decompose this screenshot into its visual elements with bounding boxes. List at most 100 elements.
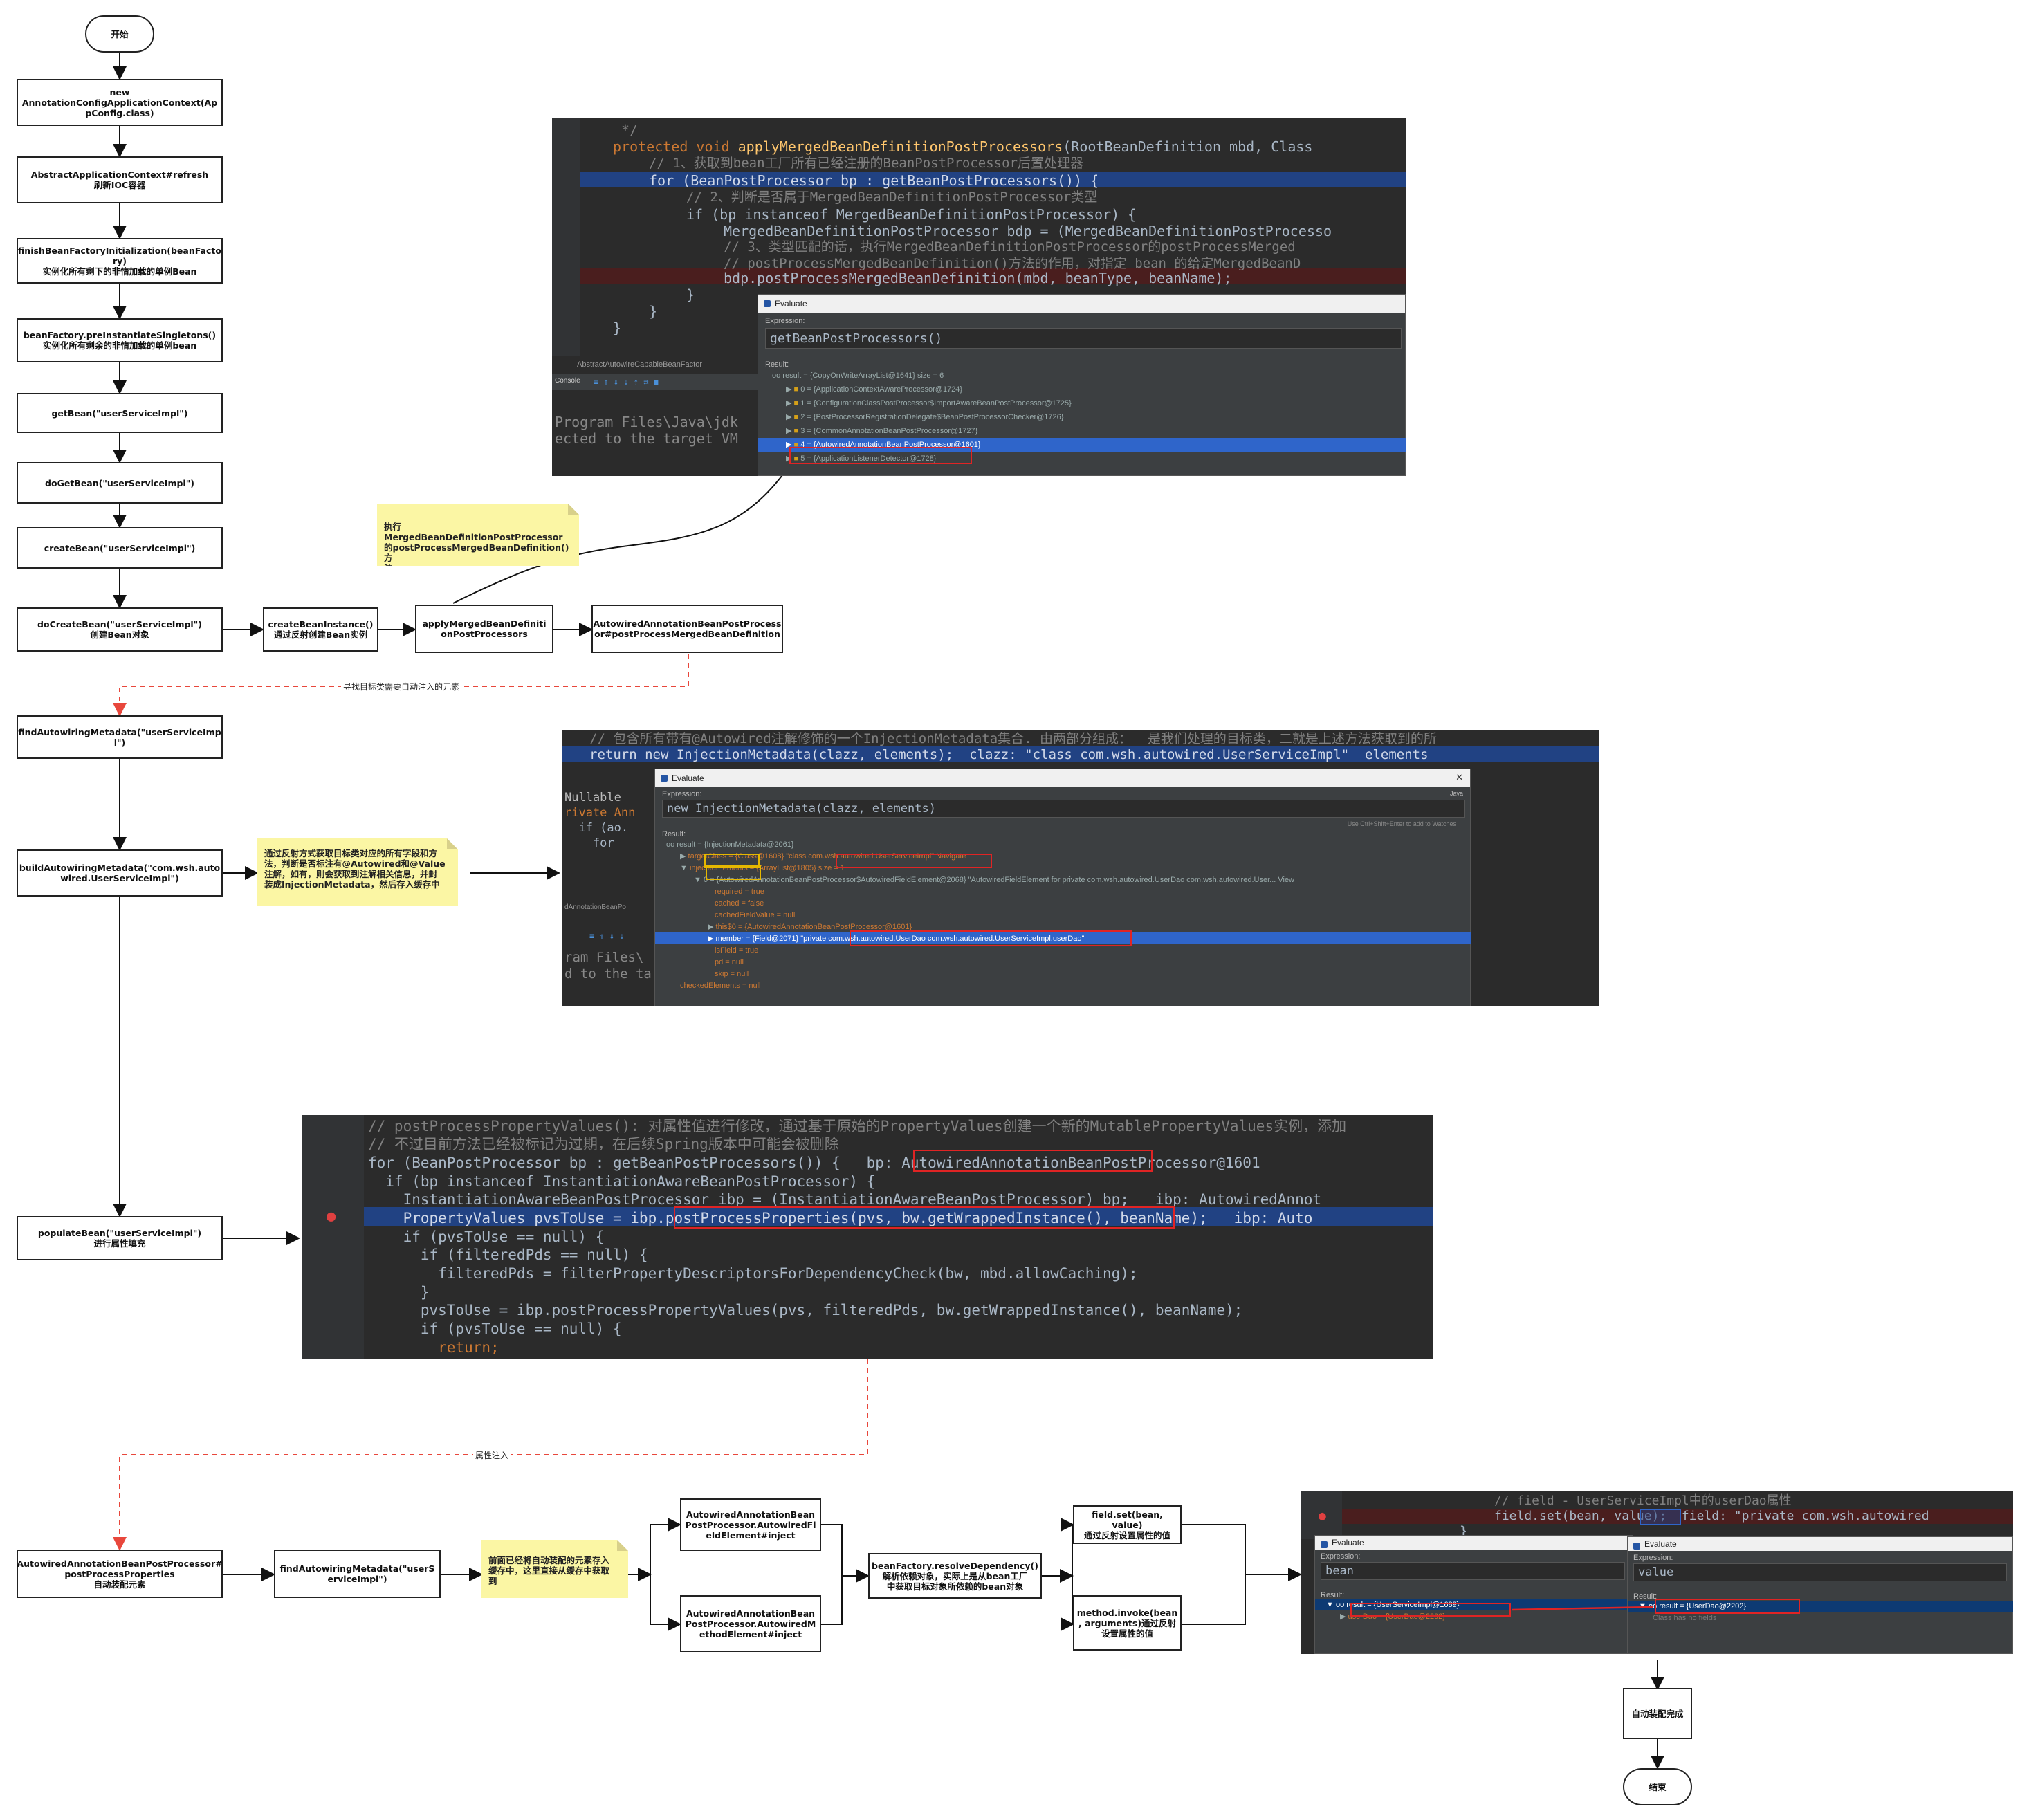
evaluate-dialog-title: Evaluate xyxy=(655,769,1470,787)
node-field-set: field.set(bean, value) 通过反射设置属性的值 xyxy=(1073,1505,1182,1544)
expression-input[interactable]: bean xyxy=(1321,1562,1625,1580)
code-line: PropertyValues pvsToUse = ibp.postProces… xyxy=(368,1210,1313,1226)
debug-toolbar-icons[interactable]: ≡ ⇑ ⇓ ⇣ ⇡ ⇄ ◼ xyxy=(594,377,659,387)
node-finish-bean-factory-init: finishBeanFactoryInitialization(beanFact… xyxy=(17,238,223,284)
result-item[interactable]: required = true xyxy=(715,888,764,896)
node-resolve-dependency: beanFactory.resolveDependency() 解析依赖对象，实… xyxy=(868,1553,1042,1599)
evaluate-dialog[interactable]: Evaluate Expression: getBeanPostProcesso… xyxy=(758,294,1406,476)
evaluate-dialog-bean[interactable]: Evaluate Expression: bean Result: ▼ oo r… xyxy=(1314,1535,1633,1654)
result-item[interactable]: ▶ this$0 = {AutowiredAnnotationBeanPostP… xyxy=(708,923,912,931)
code-line: if (filteredPds == null) { xyxy=(368,1247,648,1263)
result-root[interactable]: ▼ oo result = {UserDao@2202} xyxy=(1639,1602,1747,1610)
node-do-get-bean: doGetBean("userServiceImpl") xyxy=(17,462,223,504)
watches-hint: Use Ctrl+Shift+Enter to add to Watches xyxy=(1347,820,1456,827)
evaluate-dialog[interactable]: Evaluate ✕ Expression: Java new Injectio… xyxy=(654,769,1471,1006)
result-label: Result: xyxy=(1321,1591,1345,1599)
code-line: // 2、判断是否属于MergedBeanDefinitionPostProce… xyxy=(686,190,1098,205)
code-line: if (ao. xyxy=(564,821,629,835)
code-line: if (bp instanceof MergedBeanDefinitionPo… xyxy=(686,206,1137,223)
editor-tab[interactable]: AbstractAutowireCapableBeanFactor xyxy=(577,360,702,369)
result-item[interactable]: skip = null xyxy=(715,970,749,978)
result-root[interactable]: ▼ oo result = {UserServiceImpl@1689} xyxy=(1326,1601,1460,1609)
code-line: // 3、类型匹配的话，执行MergedBeanDefinitionPostPr… xyxy=(724,239,1296,255)
evaluate-dialog-title: Evaluate xyxy=(758,295,1405,313)
highlight-box xyxy=(789,447,972,464)
node-aabpp-post-process-merged: AutowiredAnnotationBeanPostProcess or#po… xyxy=(591,605,783,653)
expression-input[interactable]: value xyxy=(1633,1563,2007,1581)
result-item[interactable]: cached = false xyxy=(715,899,764,908)
close-icon[interactable]: ✕ xyxy=(1456,772,1463,782)
highlight-box xyxy=(704,854,760,868)
node-pre-instantiate-singletons: beanFactory.preInstantiateSingletons() 实… xyxy=(17,318,223,362)
result-item[interactable]: pd = null xyxy=(715,958,744,966)
editor-tab[interactable]: dAnnotationBeanPo xyxy=(564,903,626,911)
node-method-element-inject: AutowiredAnnotationBean PostProcessor.Au… xyxy=(680,1595,821,1652)
code-line: MergedBeanDefinitionPostProcessor bdp = … xyxy=(724,223,1332,239)
result-item[interactable]: ▼ injectedElements = {ArrayList@1805} si… xyxy=(680,864,845,872)
arrow-connector xyxy=(1511,1606,1654,1611)
result-item: Class has no fields xyxy=(1653,1614,1717,1622)
result-item[interactable]: ▼ 0 = {AutowiredAnnotationBeanPostProces… xyxy=(694,876,1294,884)
highlight-box xyxy=(1655,1599,1800,1614)
result-item[interactable]: cachedFieldValue = null xyxy=(715,911,796,919)
result-item[interactable]: isField = true xyxy=(715,946,759,955)
result-label: Result: xyxy=(1633,1592,1658,1601)
code-line: InstantiationAwareBeanPostProcessor ibp … xyxy=(368,1191,1322,1208)
debug-toolbar-icons[interactable]: ≡ ⇑ ⇓ ⇣ xyxy=(589,931,625,941)
language-selector[interactable]: Java xyxy=(1449,790,1463,797)
node-find-autowiring-metadata-2: findAutowiringMetadata("userS erviceImpl… xyxy=(274,1550,441,1598)
highlight-box xyxy=(674,1206,1175,1229)
code-line: for (BeanPostProcessor bp : getBeanPostP… xyxy=(649,172,1099,189)
expression-input[interactable]: getBeanPostProcessors() xyxy=(765,328,1402,349)
code-line: } xyxy=(1460,1524,1467,1538)
node-annotation-config-context: new AnnotationConfigApplicationContext(A… xyxy=(17,79,223,126)
code-line: // 1、获取到bean工厂所有已经注册的BeanPostProcessor后置… xyxy=(649,156,1083,171)
expression-input[interactable]: new InjectionMetadata(clazz, elements) xyxy=(662,800,1465,818)
result-item[interactable]: ▶ ■ 0 = {ApplicationContextAwareProcesso… xyxy=(786,385,963,394)
code-line: bdp.postProcessMergedBeanDefinition(mbd,… xyxy=(724,270,1232,286)
result-item[interactable]: ▶ ■ 1 = {ConfigurationClassPostProcessor… xyxy=(786,399,1072,407)
code-line: } xyxy=(613,320,622,336)
code-line: } xyxy=(368,1284,430,1300)
result-root[interactable]: oo result = {InjectionMetadata@2061} xyxy=(666,840,794,849)
result-label: Result: xyxy=(662,830,686,838)
result-item[interactable]: ▶ targetClass = {Class@1608} "class com.… xyxy=(680,852,966,861)
result-label: Result: xyxy=(765,360,789,369)
edge-label-find-target: 寻找目标类需要自动注入的元素 xyxy=(341,681,462,692)
node-refresh: AbstractApplicationContext#refresh 刷新IOC… xyxy=(17,156,223,203)
code-line: rivate Ann xyxy=(564,806,636,820)
console-tab[interactable]: Console xyxy=(555,377,580,385)
evaluate-dialog-value[interactable]: Evaluate Expression: value Result: ▼ oo … xyxy=(1627,1536,2013,1654)
result-root[interactable]: oo result = {CopyOnWriteArrayList@1641} … xyxy=(772,371,944,380)
ide-screenshot-injection-metadata: // 包含所有带有@Autowired注解修饰的一个InjectionMetad… xyxy=(562,730,1599,1006)
result-item-selected[interactable]: ▶ ■ 4 = {AutowiredAnnotationBeanPostProc… xyxy=(786,441,981,449)
code-line: } xyxy=(686,286,695,303)
result-item[interactable]: ▶ userDao = {UserDao@2202} xyxy=(1340,1612,1446,1621)
console-line: ram Files\ xyxy=(564,950,644,965)
code-line: field.set(bean, value); field: "private … xyxy=(1494,1509,1929,1523)
result-item[interactable]: ▶ ■ 2 = {PostProcessorRegistrationDelega… xyxy=(786,413,1064,421)
end-node: 结束 xyxy=(1623,1768,1692,1805)
node-aabpp-post-process-properties: AutowiredAnnotationBeanPostProcessor# po… xyxy=(17,1550,223,1598)
highlight-box xyxy=(1640,1509,1681,1525)
result-item-selected[interactable]: ▶ member = {Field@2071} "private com.wsh… xyxy=(708,935,1085,943)
result-item[interactable]: ▶ ■ 3 = {CommonAnnotationBeanPostProcess… xyxy=(786,427,978,435)
code-line: Nullable xyxy=(564,791,621,805)
highlight-box xyxy=(913,1150,1153,1172)
note-merged-pp: 执行MergedBeanDefinitionPostProcessor 的pos… xyxy=(377,504,579,566)
ide-screenshot-field-set: ● // field - UserServiceImpl中的userDao属性 … xyxy=(1301,1491,2013,1654)
console-line: ected to the target VM xyxy=(555,430,738,447)
highlight-box xyxy=(850,930,1132,946)
node-create-bean: createBean("userServiceImpl") xyxy=(17,527,223,569)
result-item[interactable]: checkedElements = null xyxy=(680,982,761,990)
highlight-box xyxy=(836,854,992,868)
code-line: for (BeanPostProcessor bp : getBeanPostP… xyxy=(368,1155,1260,1171)
code-line: filteredPds = filterPropertyDescriptorsF… xyxy=(368,1265,1138,1282)
breakpoint-icon[interactable]: ● xyxy=(327,1208,336,1225)
note-cache: 前面已经将自动装配的元素存入 缓存中，这里直接从缓存中获取 到 xyxy=(481,1540,628,1598)
node-method-invoke: method.invoke(bean , arguments)通过反射 设置属性… xyxy=(1073,1595,1182,1651)
ide-screenshot-post-process-properties: ● // postProcessPropertyValues(): 对属性值进行… xyxy=(302,1115,1433,1359)
breakpoint-icon[interactable]: ● xyxy=(1319,1509,1326,1523)
evaluate-dialog-title: Evaluate xyxy=(1628,1537,2012,1551)
